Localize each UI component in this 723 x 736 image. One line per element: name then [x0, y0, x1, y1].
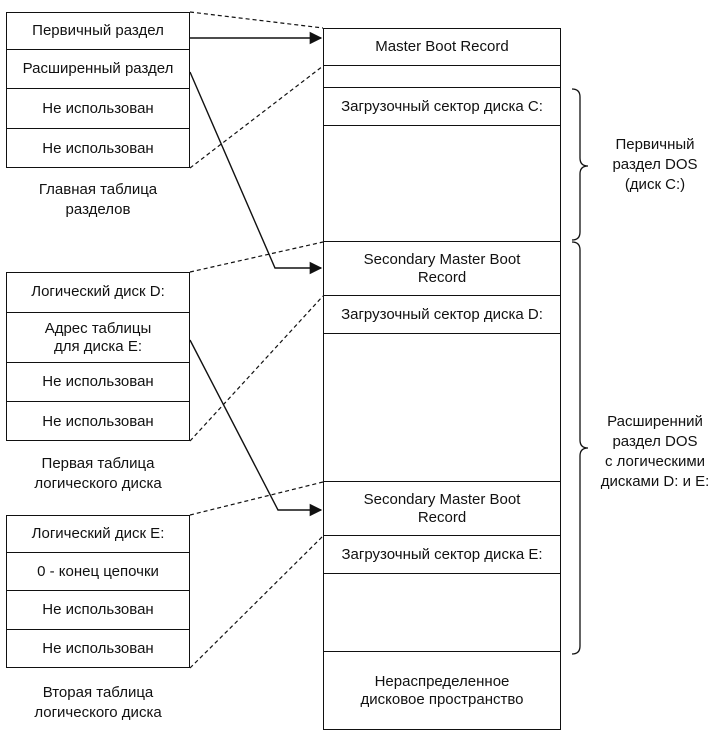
- disk-unallocated-space: Нераспределенное дисковое пространство: [360, 673, 524, 708]
- disk-secondary-mbr-1: Secondary Master Boot Record: [323, 242, 561, 296]
- disk-logical-e-space: [323, 574, 561, 652]
- disk-boot-sector-e: Загрузочный сектор диска E:: [323, 536, 561, 574]
- disk-boot-sector-d: Загрузочный сектор диска D:: [323, 296, 561, 334]
- first-table-row-unused-1: Не использован: [6, 363, 190, 402]
- main-table-row-unused-1: Не использован: [6, 89, 190, 129]
- disk-gap-1: [323, 66, 561, 88]
- first-table-row-disk-d: Логический диск D:: [6, 272, 190, 313]
- main-table-row-unused-2: Не использован: [42, 139, 154, 157]
- dashed-line-main-top: [189, 11, 324, 29]
- second-logical-table: [6, 515, 190, 668]
- main-table-caption: Главная таблица разделов: [38, 181, 158, 218]
- brace-primary: [571, 88, 589, 241]
- first-table-caption: Первая таблица логического диска: [34, 455, 162, 492]
- first-logical-table: [6, 272, 190, 441]
- brace-extended: [571, 241, 589, 655]
- first-table-row-unused-2: Не использован: [42, 412, 154, 430]
- brace-label-extended: Расширенний раздел DOS с логическими дис…: [600, 413, 710, 490]
- main-partition-table: [6, 12, 190, 168]
- disk-master-boot-record: Master Boot Record: [323, 28, 561, 66]
- second-table-row-disk-e: Логический диск E:: [6, 515, 190, 553]
- dashed-line-first-top: [189, 241, 324, 273]
- dashed-line-first-bottom: [189, 295, 324, 442]
- main-table-row-extended: Расширенный раздел: [6, 50, 190, 89]
- disk-logical-d-space: [323, 334, 561, 482]
- second-table-row-unused-2: Не использован: [42, 640, 154, 657]
- first-table-row-address-e: Адрес таблицы для диска E:: [6, 313, 190, 363]
- arrow-table-e-to-smbr2: [189, 339, 323, 517]
- second-table-caption: Вторая таблица логического диска: [34, 684, 162, 721]
- main-table-row-primary: Первичный раздел: [6, 12, 190, 50]
- second-table-row-unused-1: Не использован: [6, 591, 190, 630]
- disk-secondary-mbr-2: Secondary Master Boot Record: [323, 482, 561, 536]
- disk-boot-sector-c: Загрузочный сектор диска C:: [323, 88, 561, 126]
- second-table-row-end-chain: 0 - конец цепочки: [6, 553, 190, 591]
- brace-label-primary: Первичный раздел DOS (диск C:): [612, 136, 698, 193]
- dashed-line-second-bottom: [189, 535, 324, 669]
- disk-layout: [323, 28, 561, 730]
- disk-partition-c-space: [323, 126, 561, 242]
- arrow-extended-to-smbr1: [189, 71, 323, 275]
- dashed-line-second-top: [189, 481, 324, 516]
